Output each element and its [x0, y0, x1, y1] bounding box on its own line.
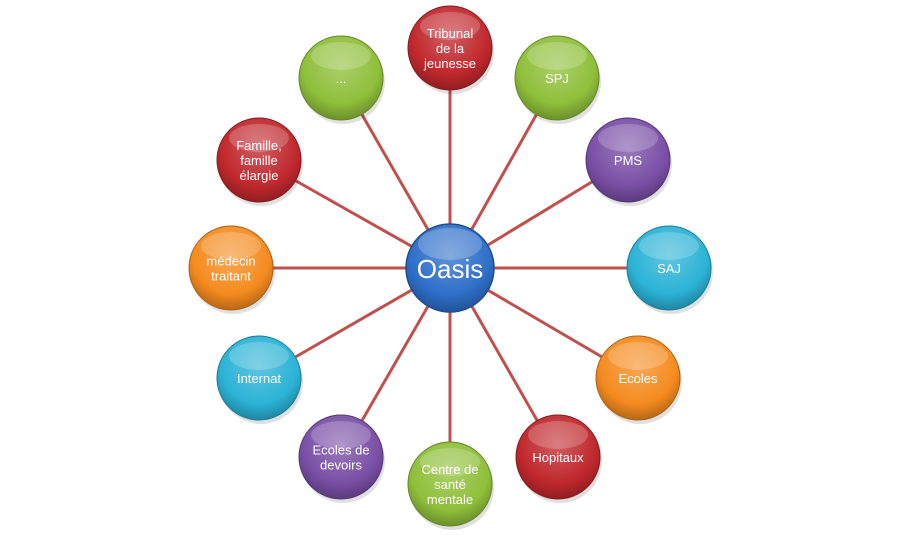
center-highlight: [418, 228, 482, 260]
node-label: jeunesse: [423, 56, 476, 71]
node-label: Famille,: [236, 138, 282, 153]
node-highlight: [311, 42, 371, 70]
node-ecoles: Ecoles: [595, 335, 682, 424]
node-highlight: [598, 124, 658, 152]
node-circle: [188, 225, 274, 311]
node-label: devoirs: [320, 458, 362, 473]
node-circle: [298, 35, 384, 121]
center-label: Oasis: [417, 254, 483, 284]
node-highlight: [608, 342, 668, 370]
node-label: Hopitaux: [532, 450, 584, 465]
node-label: Ecoles de: [312, 443, 369, 458]
node-highlight: [229, 124, 289, 152]
node-circle: [407, 5, 493, 91]
node-highlight: [639, 232, 699, 260]
node-highlight: [311, 421, 371, 449]
node-label: élargie: [239, 168, 278, 183]
node-label: de la: [436, 41, 465, 56]
node-label: Internat: [237, 371, 281, 386]
node-highlight: [527, 42, 587, 70]
node-label: Tribunal: [427, 26, 474, 41]
node-label: ...: [336, 71, 347, 86]
node-circle: [298, 414, 384, 500]
node-internat: Internat: [216, 335, 303, 424]
node-label: SAJ: [657, 261, 681, 276]
center-node: Oasis: [405, 223, 495, 313]
node-hopitaux: Hopitaux: [515, 414, 602, 503]
node-highlight: [201, 232, 261, 260]
node-spj: SPJ: [514, 35, 601, 124]
node-saj: SAJ: [626, 225, 713, 314]
node-label: SPJ: [545, 71, 569, 86]
node-circle: [216, 335, 302, 421]
node-label: Ecoles: [618, 371, 658, 386]
node-highlight: [229, 342, 289, 370]
node-circle: [515, 414, 601, 500]
node-circle: [585, 117, 671, 203]
node-label: Centre de: [421, 462, 478, 477]
node-label: PMS: [614, 153, 643, 168]
node-highlight: [420, 12, 480, 40]
node-circle: [407, 441, 493, 527]
node-label: mentale: [427, 492, 473, 507]
center-circle: [405, 223, 495, 313]
node-circle: [626, 225, 712, 311]
node-label: traitant: [211, 269, 251, 284]
node-highlight: [528, 421, 588, 449]
node-label: santé: [434, 477, 466, 492]
node-label: médecin: [206, 254, 255, 269]
node-highlight: [420, 448, 480, 476]
node-label: famille: [240, 153, 278, 168]
node-circle: [514, 35, 600, 121]
node-circle: [595, 335, 681, 421]
node-autres: ...: [298, 35, 385, 124]
node-pms: PMS: [585, 117, 672, 206]
node-circle: [216, 117, 302, 203]
